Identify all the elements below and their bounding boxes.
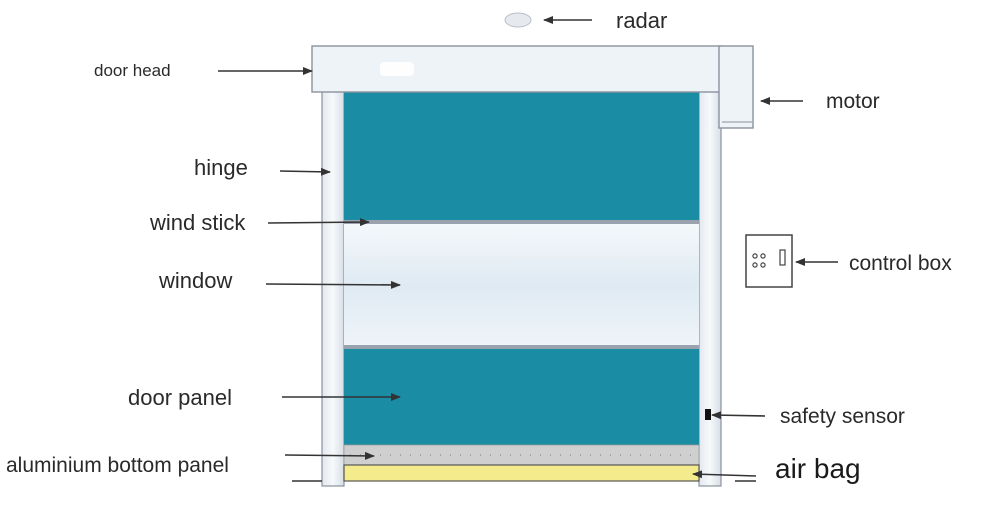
- upper-wind-stick: [344, 220, 699, 224]
- label-control-box: control box: [849, 252, 952, 275]
- label-door-head: door head: [94, 61, 171, 80]
- label-radar: radar: [616, 8, 668, 33]
- label-door-panel: door panel: [128, 385, 232, 410]
- door-head: [311, 45, 722, 93]
- right-side-rail: [698, 89, 722, 487]
- motor-housing: [718, 45, 754, 129]
- lower-wind-stick: [344, 345, 699, 349]
- label-hinge: hinge: [194, 155, 248, 180]
- control-box: [745, 234, 793, 288]
- label-motor: motor: [826, 90, 880, 113]
- aluminium-bottom-panel: [343, 444, 700, 466]
- label-safety-sensor: safety sensor: [780, 405, 905, 428]
- window-section: [344, 224, 699, 346]
- label-wind-stick: wind stick: [150, 210, 246, 235]
- label-window: window: [159, 268, 233, 293]
- label-aluminium-bottom-panel: aluminium bottom panel: [6, 454, 229, 477]
- arrow-safety-sensor: [711, 411, 766, 420]
- door-head-highlight: [380, 62, 414, 76]
- air-bag: [343, 464, 700, 482]
- safety-sensor: [705, 409, 711, 420]
- radar-sensor: [504, 12, 532, 28]
- label-air-bag: air bag: [775, 453, 861, 484]
- arrow-air-bag: [692, 470, 757, 479]
- callout-arrows: [218, 16, 838, 482]
- arrow-window: [265, 280, 401, 289]
- arrow-wind-stick: [267, 218, 370, 227]
- left-side-rail: [321, 89, 345, 487]
- arrow-hinge: [279, 167, 331, 176]
- upper-door-panel: [344, 92, 699, 222]
- lower-door-panel: [344, 349, 699, 445]
- arrow-bottom-panel: [284, 451, 375, 460]
